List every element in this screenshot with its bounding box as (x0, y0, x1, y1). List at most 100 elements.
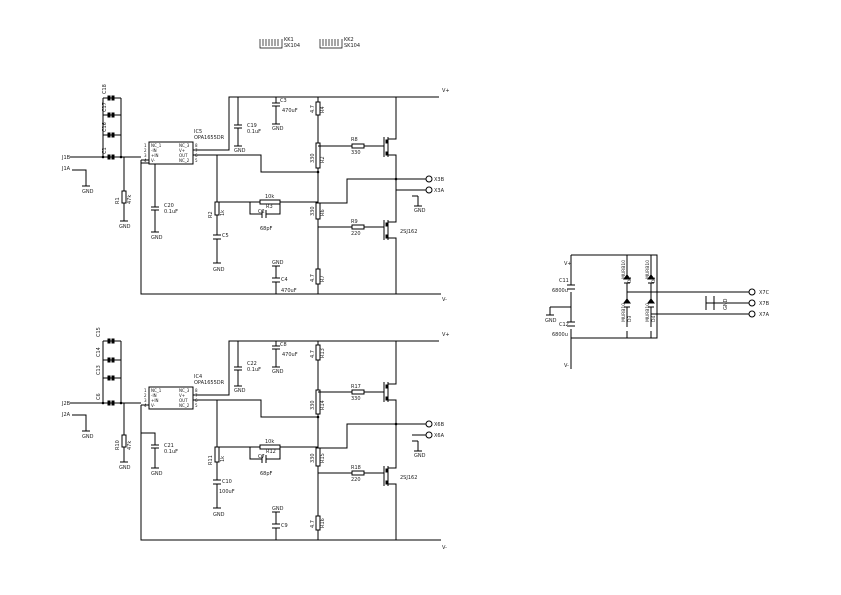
r15-value: 330 (310, 453, 316, 463)
c10-ref: C10 (222, 479, 232, 485)
pin-name: V- (151, 403, 156, 408)
rail-vminus-label: V- (442, 297, 447, 303)
cap-label-c15: C15 (96, 327, 102, 337)
input-gnd-label-j2a: J2A (61, 412, 71, 418)
pin-name: -IN (151, 393, 157, 398)
opamp-value: OPA1655DR (194, 380, 225, 386)
cap-label-c18: C18 (102, 84, 108, 94)
pin-number: 2 (144, 148, 147, 153)
c7-value: 68pF (260, 471, 273, 477)
power-supply: C11 6800u C12 6800u GND V+ V- MURB10 MUR… (545, 254, 770, 369)
gnd-label: GND (272, 369, 284, 375)
c11-value: 6800u (552, 288, 568, 294)
c21-value: 0.1uF (164, 449, 178, 455)
output-label-x3b: X3B (434, 177, 445, 183)
r9-value: 220 (351, 231, 361, 237)
r4-ref: R4 (320, 106, 326, 113)
diode-ref: D3 (627, 316, 633, 322)
mosfet-lower: 2SJ162 (383, 424, 417, 540)
r13-value: 4.7 (310, 350, 316, 358)
gnd-label: GND (272, 126, 284, 132)
output-terminal-x6a[interactable] (425, 431, 433, 439)
c7-ref: C7 (258, 454, 265, 460)
output-terminal-x6b[interactable] (425, 420, 433, 428)
r7-value: 4.7 (310, 274, 316, 282)
pin-number: 5 (195, 158, 198, 163)
opamp-ic5: IC5 OPA1655DR 1 2 3 4 8 7 6 5 NC_1 -IN +… (144, 129, 225, 165)
opamp-ic4: IC4 OPA1655DR 1 2 3 4 8 7 6 5 NC_1 -IN +… (144, 374, 225, 410)
opamp-ref: IC4 (194, 374, 202, 380)
r-mid1-ref: R2 (320, 156, 326, 163)
r17-ref: R17 (351, 384, 361, 390)
c8-value: 470uF (282, 352, 298, 358)
r-mid1-value: 330 (310, 153, 316, 163)
gnd-label: GND (213, 267, 225, 273)
input-gnd-label-j1a: J1A (61, 166, 71, 172)
diode-ref: D4 (651, 316, 657, 322)
c10-value: 100uF (219, 489, 235, 495)
output-label-x6b: X6B (434, 422, 445, 428)
input-capacitor-stack: C18 C17 C16 C1 (102, 84, 122, 160)
c2-value: 68pF (260, 226, 273, 232)
c4-value: 470uF (281, 288, 297, 294)
pin-name: +IN (151, 398, 159, 403)
mosfet-lower: 2SJ162 (383, 179, 417, 294)
gnd-label: GND (151, 471, 163, 477)
input-label-j2b: J2B (61, 401, 71, 407)
output-label-x3a: X3A (434, 188, 445, 194)
diode-label: MURB10 (645, 260, 651, 279)
output-label-x7c: X7C (759, 290, 770, 296)
c5-ref: C5 (222, 233, 229, 239)
heatsink-kk2-value: SK104 (344, 43, 360, 49)
c4-ref: C4 (281, 277, 288, 283)
cap-label-c17: C17 (102, 102, 108, 112)
mosfet-upper (383, 341, 397, 424)
output-terminal-x7b[interactable] (748, 299, 756, 307)
fet-value: 2SJ162 (400, 229, 417, 235)
r6-ref: R6 (320, 209, 326, 216)
gnd-label: GND (82, 189, 94, 195)
r18-ref: R18 (351, 465, 361, 471)
r16-ref: R16 (320, 518, 326, 528)
r18-value: 220 (351, 477, 361, 483)
diode-ref: D1 (627, 277, 633, 283)
output-label-x7a: X7A (759, 312, 770, 318)
output-terminal-x7c[interactable] (748, 288, 756, 296)
rail-vplus-label: V+ (442, 88, 450, 94)
gnd-label: GND (414, 208, 426, 214)
input-label-j1b: J1B (61, 155, 71, 161)
r13-ref: R13 (320, 348, 326, 358)
ps-vminus-label: V- (564, 363, 569, 369)
r1-ref: R1 (115, 197, 121, 204)
gnd-label: GND (119, 224, 131, 230)
r15-ref: R15 (320, 453, 326, 463)
c9-ref: C9 (281, 523, 288, 529)
output-terminal-x3a[interactable] (425, 186, 433, 194)
diode-ref: D2 (651, 277, 657, 283)
pin-name: OUT (179, 153, 188, 158)
output-terminal-x7a[interactable] (748, 310, 756, 318)
c19-value: 0.1uF (247, 129, 261, 135)
rail-vminus-label: V- (442, 545, 447, 551)
r12-value: 10k (265, 439, 274, 445)
gnd-label: GND (213, 512, 225, 518)
r11-ref: R11 (208, 455, 214, 465)
diode-label: MURB10 (621, 303, 627, 322)
diode-label: MURB10 (621, 260, 627, 279)
c21-ref: C21 (164, 443, 174, 449)
gnd-label: GND (119, 465, 131, 471)
mosfet-upper (383, 97, 397, 179)
c22-ref: C22 (247, 361, 257, 367)
c2-ref: C2 (258, 209, 265, 215)
r10-value: 47k (127, 441, 133, 450)
cap-label-c16: C16 (102, 122, 108, 132)
pin-name: V+ (179, 148, 185, 153)
r9-ref: R9 (351, 219, 358, 225)
heatsink-kk1: KK1 SK104 (259, 37, 300, 49)
output-terminal-x3b[interactable] (425, 175, 433, 183)
pin-name: NC_2 (179, 403, 190, 408)
pin-number: 1 (144, 388, 147, 393)
pin-number: 1 (144, 143, 147, 148)
c20-ref: C20 (164, 203, 174, 209)
pin-number: 8 (195, 388, 198, 393)
